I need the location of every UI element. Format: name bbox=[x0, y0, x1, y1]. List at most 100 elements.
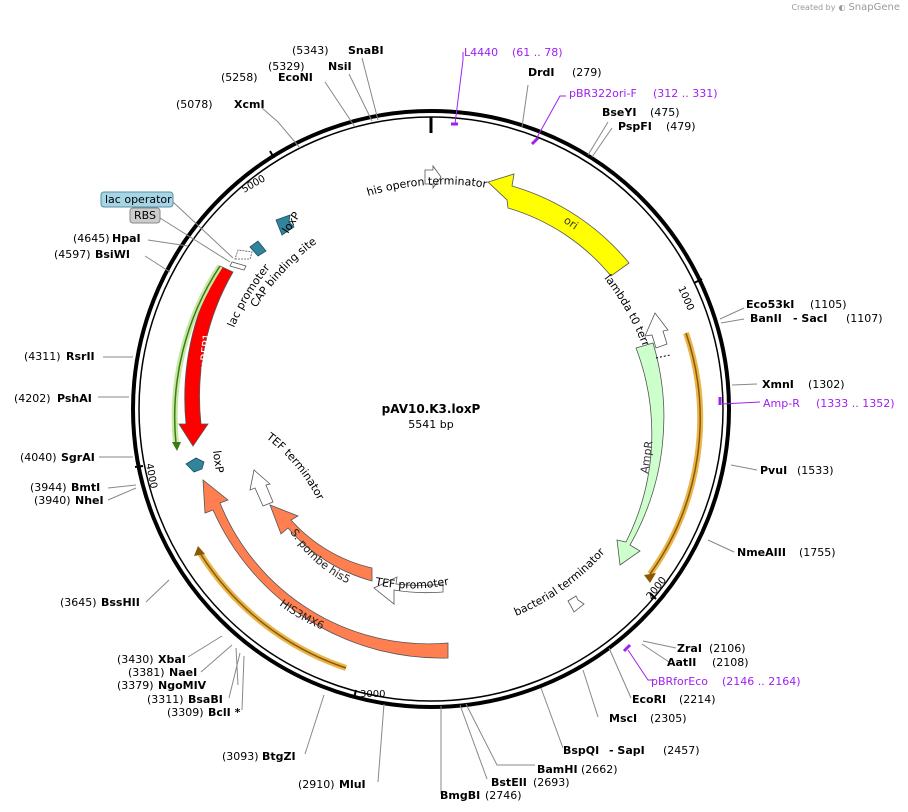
plasmid-name: pAV10.K3.loxP bbox=[382, 402, 481, 416]
tef-promoter-feature[interactable] bbox=[373, 576, 444, 605]
site-pspfi-pos: (479) bbox=[666, 120, 696, 133]
site-zrai-name[interactable]: ZraI bbox=[677, 642, 702, 655]
ampr-feature[interactable] bbox=[616, 342, 665, 566]
ampr-promoter-marker bbox=[655, 354, 671, 359]
site-econi-name[interactable]: EcoNI bbox=[278, 71, 313, 84]
tick-5000 bbox=[269, 150, 275, 159]
site-nhei-name[interactable]: NheI bbox=[75, 494, 104, 507]
site-naei-name[interactable]: NaeI bbox=[169, 666, 197, 679]
tick-label-1000: 1000 bbox=[675, 285, 695, 313]
loxp-top-feature[interactable] bbox=[275, 214, 295, 236]
site-mlui-name[interactable]: MluI bbox=[339, 778, 366, 791]
primer-pbr322ori-name: pBR322ori-F bbox=[569, 87, 637, 100]
site-pshai-name[interactable]: PshAI bbox=[57, 392, 92, 405]
credit-prefix: Created by bbox=[791, 3, 836, 12]
rbs-box bbox=[129, 207, 161, 224]
site-snabi-pos: (5343) bbox=[292, 44, 329, 57]
site-bseyi-pos: (475) bbox=[650, 106, 680, 119]
site-xmni-pos: (1302) bbox=[808, 378, 845, 391]
site-eco53ki-pos: (1105) bbox=[810, 298, 847, 311]
site-saci-name[interactable]: - SacI bbox=[793, 312, 827, 325]
site-bmti-pos: (3944) bbox=[30, 481, 67, 494]
site-nmeaiii-pos: (1755) bbox=[799, 546, 836, 559]
site-drdi-pos: (279) bbox=[572, 66, 602, 79]
loxp-bottom-label: loxP bbox=[210, 450, 226, 475]
site-bcli-name[interactable]: BclI * bbox=[208, 706, 241, 719]
site-banii-name[interactable]: BanII bbox=[750, 312, 782, 325]
site-sgrai-name[interactable]: SgrAI bbox=[61, 451, 95, 464]
his3mx6-orf-line bbox=[199, 552, 347, 669]
cap-binding-site-feature[interactable] bbox=[249, 240, 267, 257]
site-pvui-pos: (1533) bbox=[797, 464, 834, 477]
site-xmni-name[interactable]: XmnI bbox=[762, 378, 794, 391]
site-hpai-pos: (4645) bbox=[73, 232, 110, 245]
site-bmti-name[interactable]: BmtI bbox=[71, 481, 100, 494]
ampr-orf-arrowhead bbox=[644, 573, 656, 583]
site-bsiwi-name[interactable]: BsiWI bbox=[95, 248, 130, 261]
s-pombe-his5-label: S. pombe his5 bbox=[287, 526, 352, 586]
plasmid-backbone bbox=[131, 109, 731, 709]
site-bseyi-name[interactable]: BseYI bbox=[602, 106, 636, 119]
ori-feature[interactable] bbox=[487, 173, 630, 277]
site-snabi-name[interactable]: SnaBI bbox=[348, 44, 384, 57]
site-msci-pos: (2305) bbox=[650, 712, 687, 725]
site-xbai-name[interactable]: XbaI bbox=[158, 653, 186, 666]
site-bamhi-name[interactable]: BamHI bbox=[537, 763, 578, 776]
lac-promoter-feature[interactable] bbox=[234, 249, 253, 260]
site-sgrai-pos: (4040) bbox=[20, 451, 57, 464]
loxp-bottom-feature[interactable] bbox=[185, 457, 205, 473]
site-bsshii-name[interactable]: BssHII bbox=[101, 596, 140, 609]
tick-1000 bbox=[693, 278, 703, 284]
tef-terminator-label: TEF terminator bbox=[263, 429, 327, 502]
primer-pbrforeco-name: pBRforEco bbox=[651, 675, 708, 688]
primer-pbr322ori-connector bbox=[534, 95, 566, 142]
site-bcli-pos: (3309) bbox=[167, 706, 204, 719]
site-btgzi-name[interactable]: BtgZI bbox=[262, 750, 296, 763]
site-xcmi-name[interactable]: XcmI bbox=[234, 98, 265, 111]
site-nmeaiii-name[interactable]: NmeAIII bbox=[737, 546, 786, 559]
site-rsrii-name[interactable]: RsrII bbox=[66, 350, 95, 363]
site-xcmi-pos: (5078) bbox=[176, 98, 213, 111]
primer-ampr-name: Amp-R bbox=[763, 397, 800, 410]
site-pvui-name[interactable]: PvuI bbox=[760, 464, 787, 477]
his3mx6-orf-arrowhead bbox=[194, 546, 205, 556]
site-aatii-name[interactable]: AatII bbox=[667, 656, 696, 669]
site-bsshii-pos: (3645) bbox=[60, 596, 97, 609]
site-ngomiv-name[interactable]: NgoMIV bbox=[158, 679, 207, 692]
site-sapi-name[interactable]: - SapI bbox=[609, 744, 645, 757]
site-bsabi-name[interactable]: BsaBI bbox=[188, 693, 223, 706]
primer-l4440-connector bbox=[454, 52, 464, 125]
site-xbai-pos: (3430) bbox=[117, 653, 154, 666]
site-msci-name[interactable]: MscI bbox=[609, 712, 637, 725]
site-ecori-pos: (2214) bbox=[679, 693, 716, 706]
his3mx6-feature[interactable] bbox=[202, 479, 449, 659]
site-bsiwi-pos: (4597) bbox=[54, 248, 91, 261]
site-nsii-name[interactable]: NsiI bbox=[328, 60, 352, 73]
bacterial-terminator-label: bacterial terminator bbox=[512, 545, 608, 619]
site-bamhi-pos: (2662) bbox=[581, 763, 618, 776]
mrfp1-orf-arrowhead bbox=[172, 442, 181, 451]
site-nsii-pos: (5329) bbox=[268, 60, 305, 73]
site-bspqi-name[interactable]: BspQI bbox=[563, 744, 599, 757]
primer-l4440-name: L4440 bbox=[464, 46, 498, 59]
site-ecori-name[interactable]: EcoRI bbox=[632, 693, 666, 706]
his-operon-terminator-feature[interactable] bbox=[424, 164, 442, 190]
lambda-t0-terminator-feature[interactable] bbox=[644, 312, 669, 349]
s-pombe-his5-feature[interactable] bbox=[269, 504, 373, 582]
snapgene-logo-icon: ◐ bbox=[838, 3, 846, 12]
site-bsteii-name[interactable]: BstEII bbox=[491, 776, 527, 789]
primer-ampr-connector bbox=[721, 401, 761, 405]
mrfp1-feature[interactable] bbox=[178, 265, 234, 447]
site-pshai-pos: (4202) bbox=[14, 392, 51, 405]
site-hpai-name[interactable]: HpaI bbox=[112, 232, 141, 245]
site-pspfi-name[interactable]: PspFI bbox=[618, 120, 652, 133]
site-drdi-name[interactable]: DrdI bbox=[528, 66, 555, 79]
site-bsabi-pos: (3311) bbox=[147, 693, 184, 706]
tef-terminator-feature[interactable] bbox=[249, 469, 274, 507]
lac-operator-feature[interactable] bbox=[229, 261, 247, 271]
bacterial-terminator-feature[interactable] bbox=[567, 595, 585, 613]
site-eco53ki-name[interactable]: Eco53kI bbox=[746, 298, 794, 311]
site-bmgbi-name[interactable]: BmgBI bbox=[440, 789, 480, 802]
lac-operator-box bbox=[100, 191, 174, 208]
